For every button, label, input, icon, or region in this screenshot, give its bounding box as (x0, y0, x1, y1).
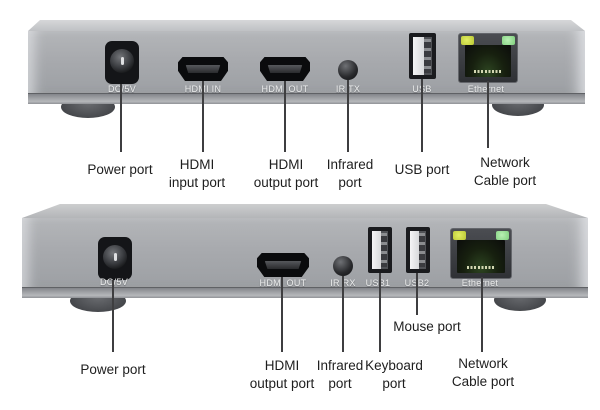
hdmi-out-port (260, 57, 310, 81)
usb-inner (413, 37, 432, 75)
callout-label-hdmi-out: HDMI output port (249, 358, 315, 391)
callout-label-network: Network Cable port (473, 155, 537, 188)
ethernet-cavity (457, 240, 505, 273)
dc-jack-pin (113, 253, 117, 261)
callout-label-network: Network Cable port (451, 356, 515, 389)
silkscreen-dc: DC/5V (107, 84, 136, 94)
callout-line-keyboard (379, 273, 381, 352)
chassis-top-bevel (28, 20, 585, 31)
usb-tongue (410, 231, 420, 269)
usb-tongue (372, 231, 382, 269)
ethernet-port (450, 228, 512, 279)
callout-line-usb (421, 79, 423, 152)
callout-label-usb: USB port (394, 162, 450, 177)
chassis-top-surface (22, 204, 588, 218)
callout-label-keyboard: Keyboard port (365, 358, 423, 391)
usb-inner (410, 231, 426, 269)
ethernet-led-left (453, 231, 466, 240)
callout-line-power (112, 280, 114, 352)
ir-rx-port (333, 256, 353, 276)
chassis-bottom-edge (22, 287, 588, 298)
callout-label-mouse: Mouse port (393, 319, 461, 334)
silkscreen-ethernet: Ethernet (467, 84, 505, 94)
callout-label-hdmi-in: HDMI input port (168, 157, 226, 190)
silkscreen-hdmi-out: HDMI OUT (259, 278, 307, 288)
ethernet-led-right (496, 231, 509, 240)
ethernet-led-right (502, 36, 515, 45)
hdmi-slot (267, 65, 303, 73)
callout-line-infrared (342, 276, 344, 352)
silkscreen-ethernet: Ethernet (461, 278, 499, 288)
dc-jack-pin (120, 57, 124, 65)
ethernet-cavity (465, 45, 511, 77)
silkscreen-usb1: USB1 (365, 278, 391, 288)
callout-line-hdmi-out (281, 277, 283, 352)
callout-label-infrared: Infrared port (326, 157, 374, 190)
chassis-bottom-edge (28, 93, 585, 104)
usb-inner (372, 231, 388, 269)
silkscreen-dc: DC/5V (99, 277, 128, 287)
usb2-port (406, 227, 430, 273)
callout-line-infrared (347, 80, 349, 152)
usb-contacts (419, 233, 425, 267)
callout-line-mouse (416, 273, 418, 315)
callout-label-power: Power port (87, 162, 153, 177)
ethernet-port (458, 33, 518, 83)
callout-line-power (120, 84, 122, 152)
usb-port (409, 33, 436, 79)
hdmi-out-port (257, 253, 309, 277)
callout-label-hdmi-out: HDMI output port (253, 157, 319, 190)
callout-label-power: Power port (80, 362, 146, 377)
hdmi-in-port (178, 57, 228, 81)
usb-tongue (413, 37, 425, 75)
dc-jack-ring (103, 245, 127, 269)
usb-contacts (381, 233, 387, 267)
usb-contacts (424, 39, 431, 73)
callout-label-infrared: Infrared port (316, 358, 364, 391)
callout-line-hdmi-out (284, 81, 286, 152)
callout-line-hdmi-in (202, 81, 204, 152)
callout-line-network (481, 277, 483, 352)
hdmi-slot (264, 261, 302, 269)
hdmi-slot (185, 65, 221, 73)
usb1-port (368, 227, 392, 273)
dc-jack-ring (110, 49, 134, 73)
callout-line-network (487, 81, 489, 148)
dc-power-jack (105, 41, 139, 84)
ir-tx-port (338, 60, 358, 80)
dc-power-jack (98, 237, 132, 280)
ethernet-led-left (461, 36, 474, 45)
